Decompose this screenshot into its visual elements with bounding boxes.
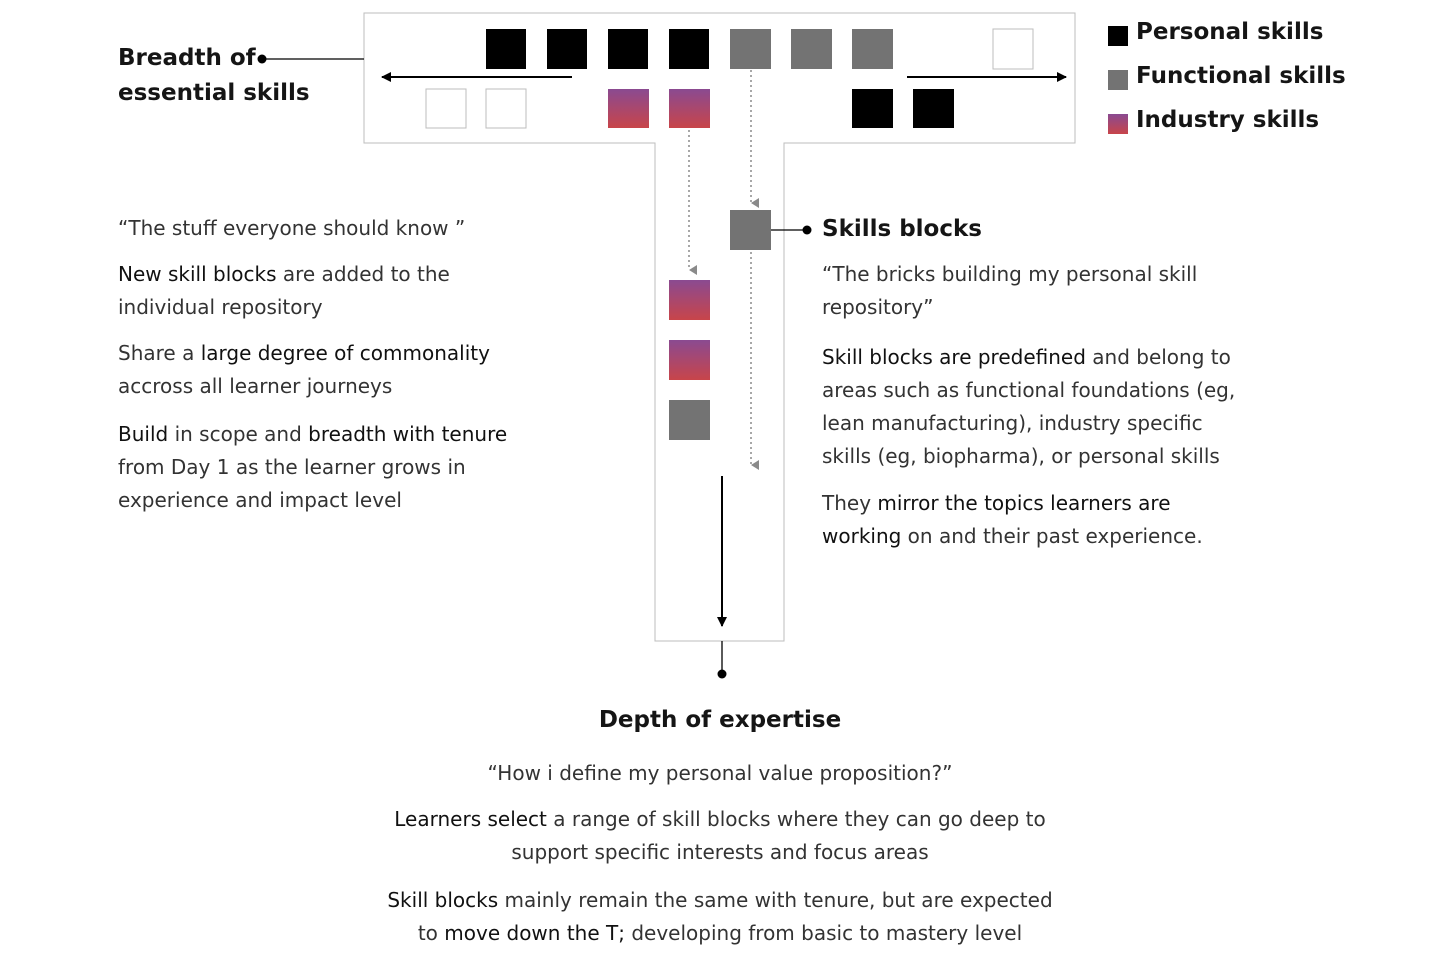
block-empty	[485, 88, 527, 129]
breadth-heading-line2: essential skills	[118, 80, 310, 106]
text: to	[417, 921, 445, 945]
depth-quote: “How i define my personal value proposit…	[487, 761, 953, 785]
t-outline	[363, 12, 1076, 642]
depth-paragraph-2: Skill blocks mainly remain the same with…	[320, 884, 1120, 950]
emphasis: working	[822, 524, 902, 548]
emphasis: large degree of commonality	[200, 341, 490, 365]
skills-blocks-paragraph-2: They mirror the topics learners are work…	[822, 487, 1203, 553]
emphasis: Learners select	[394, 807, 547, 831]
skills-blocks-paragraph-1: Skill blocks are predefined and belong t…	[822, 341, 1235, 473]
left-paragraph-3: Build in scope and breadth with tenure f…	[118, 418, 507, 517]
block-industry	[669, 280, 710, 320]
text: are added to the	[276, 262, 450, 286]
text: individual repository	[118, 295, 323, 319]
block-personal	[608, 29, 648, 69]
breadth-heading-line1: Breadth of	[118, 45, 256, 71]
text: skills (eg, biopharma), or personal skil…	[822, 444, 1220, 468]
emphasis: Skill blocks	[387, 888, 499, 912]
block-functional	[730, 29, 771, 69]
text: Share a	[118, 341, 201, 365]
block-functional	[730, 210, 771, 250]
left-quote: “The stuff everyone should know ”	[118, 216, 466, 240]
skills-blocks-connector-dot	[802, 225, 812, 235]
industry-swatch	[1108, 114, 1128, 134]
emphasis: New skill blocks	[118, 262, 277, 286]
block-personal	[913, 89, 954, 128]
breadth-connector-dot	[257, 54, 267, 64]
text: experience and impact level	[118, 488, 402, 512]
block-industry	[669, 89, 710, 128]
text: developing from basic to mastery level	[624, 921, 1023, 945]
block-personal	[669, 29, 709, 69]
text: areas such as functional foundations (eg…	[822, 378, 1236, 402]
emphasis: mirror the topics learners are	[877, 491, 1171, 515]
text: on and their past experience.	[901, 524, 1203, 548]
text: in scope and	[168, 422, 309, 446]
block-empty	[425, 88, 467, 129]
block-empty	[992, 28, 1034, 70]
emphasis: move down the T;	[444, 921, 625, 945]
block-industry	[669, 340, 710, 380]
legend-label: Functional skills	[1136, 63, 1346, 89]
block-personal	[547, 29, 587, 69]
breadth-heading: Breadth of essential skills	[118, 41, 310, 111]
legend-label: Personal skills	[1136, 19, 1324, 45]
legend-label: Industry skills	[1136, 107, 1320, 133]
left-paragraph-1: New skill blocks are added to the indivi…	[118, 258, 450, 324]
left-paragraph-2: Share a large degree of commonality accr…	[118, 337, 490, 403]
text: support specific interests and focus are…	[511, 840, 929, 864]
text: repository”	[822, 295, 934, 319]
emphasis: Skill blocks are predefined	[822, 345, 1086, 369]
skills-blocks-quote: “The bricks building my personal skill r…	[822, 258, 1197, 324]
text: and belong to	[1085, 345, 1231, 369]
functional-swatch	[1108, 70, 1128, 90]
block-functional	[852, 29, 893, 69]
depth-connector-dot	[717, 669, 727, 679]
block-industry	[608, 89, 649, 128]
depth-heading: Depth of expertise	[598, 707, 842, 733]
text: mainly remain the same with tenure, but …	[498, 888, 1053, 912]
skills-blocks-heading: Skills blocks	[822, 216, 982, 242]
text: from Day 1 as the learner grows in	[118, 455, 466, 479]
text: accross all learner journeys	[118, 374, 393, 398]
emphasis: Build	[118, 422, 169, 446]
text: lean manufacturing), industry specific	[822, 411, 1203, 435]
block-functional	[669, 400, 710, 440]
block-personal	[486, 29, 526, 69]
block-personal	[852, 89, 893, 128]
emphasis: breadth with tenure	[308, 422, 508, 446]
text: a range of skill blocks where they can g…	[546, 807, 1046, 831]
text: They	[822, 491, 878, 515]
personal-swatch	[1108, 26, 1128, 46]
block-functional	[791, 29, 832, 69]
depth-paragraph-1: Learners select a range of skill blocks …	[320, 803, 1120, 869]
text: “The bricks building my personal skill	[822, 262, 1198, 286]
